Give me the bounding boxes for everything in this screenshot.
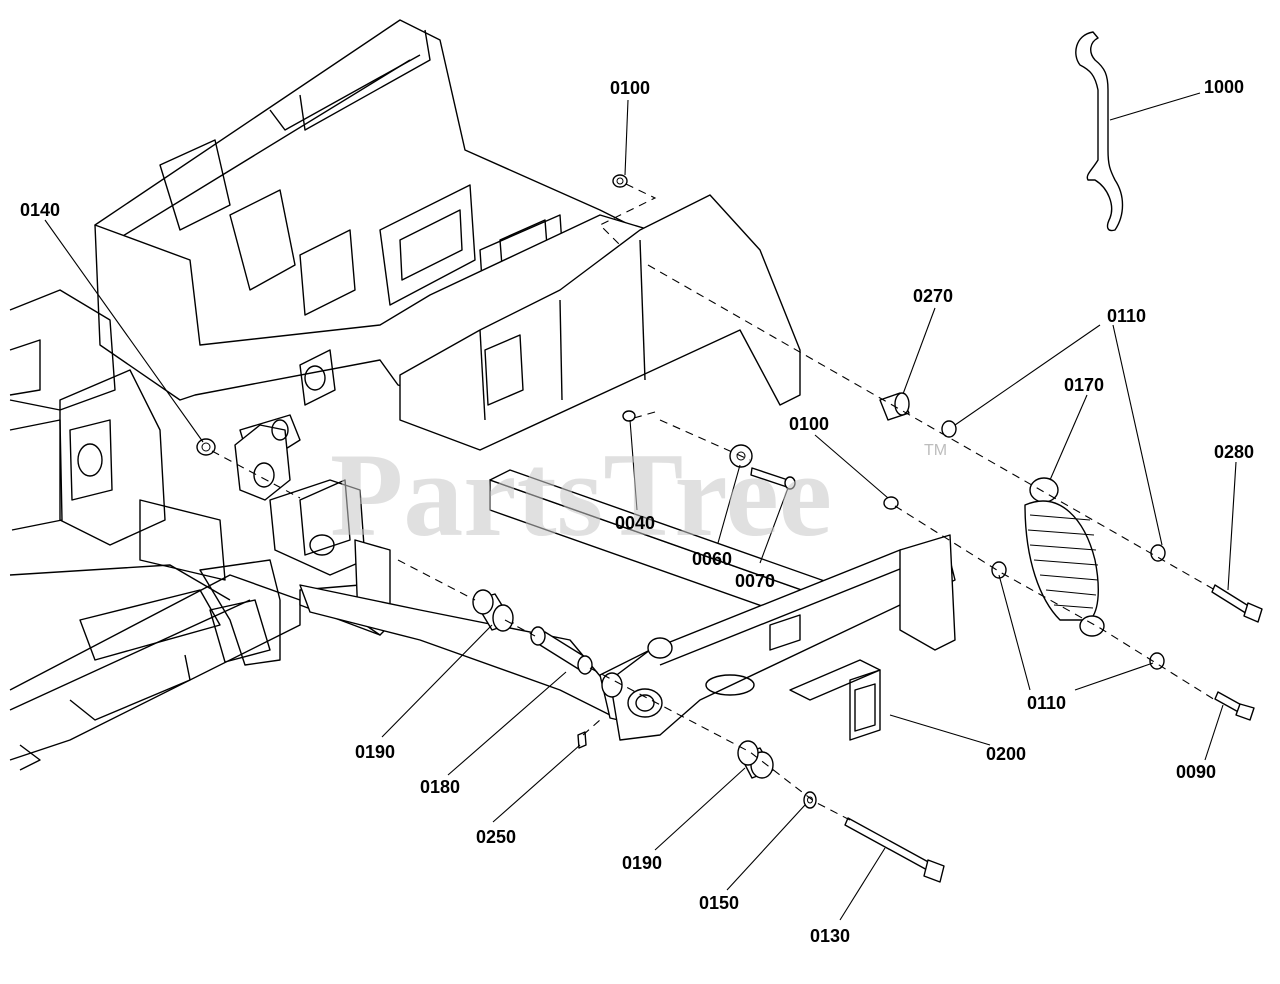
- part-label-0140[interactable]: 0140: [20, 200, 60, 220]
- part-label-0200[interactable]: 0200: [986, 744, 1026, 764]
- part-label-0190[interactable]: 0190: [622, 853, 662, 873]
- part-label-0070[interactable]: 0070: [735, 571, 775, 591]
- nut-0140: [196, 438, 216, 456]
- part-label-0040[interactable]: 0040: [615, 513, 655, 533]
- bolt-0090: [1214, 691, 1255, 721]
- shock-absorber-0170: [1024, 477, 1105, 637]
- bushing-0190-left: [472, 589, 514, 632]
- part-label-1000[interactable]: 1000: [1204, 77, 1244, 97]
- part-label-0170[interactable]: 0170: [1064, 375, 1104, 395]
- leader-lines: [44, 92, 1237, 921]
- part-labels: 0100 1000 0140 0270 0110 0170 0100 0280 …: [20, 77, 1254, 946]
- bushing-0190-right: [737, 740, 774, 779]
- grease-fitting-0250: [577, 731, 587, 749]
- tube-0180: [530, 626, 593, 675]
- part-label-0110[interactable]: 0110: [1107, 306, 1146, 326]
- nut-0100-right: [883, 496, 899, 510]
- part-label-0090[interactable]: 0090: [1176, 762, 1216, 782]
- washer-0150: [803, 791, 817, 809]
- bolt-0070: [750, 467, 796, 490]
- washer-0110-c: [1150, 544, 1166, 562]
- part-label-0100[interactable]: 0100: [610, 78, 650, 98]
- part-label-0250[interactable]: 0250: [476, 827, 516, 847]
- hardware: [196, 31, 1263, 883]
- bolt-0280: [1211, 584, 1263, 623]
- watermark-text: PartsTree: [330, 428, 832, 561]
- assembly-lines: [211, 183, 1216, 821]
- part-label-0110[interactable]: 0110: [1027, 693, 1066, 713]
- part-label-0190[interactable]: 0190: [355, 742, 395, 762]
- part-label-0130[interactable]: 0130: [810, 926, 850, 946]
- washer-0110-a: [941, 420, 957, 438]
- watermark: PartsTree TM: [330, 428, 947, 561]
- part-label-0180[interactable]: 0180: [420, 777, 460, 797]
- nut-0040: [622, 410, 636, 422]
- nut-0100-top: [612, 174, 628, 188]
- part-label-0280[interactable]: 0280: [1214, 442, 1254, 462]
- spanner-wrench-1000: [1075, 31, 1124, 232]
- front-hitch-assembly: [299, 469, 956, 741]
- watermark-tm: TM: [924, 442, 947, 459]
- part-label-0150[interactable]: 0150: [699, 893, 739, 913]
- washer-0110-d: [1149, 652, 1165, 670]
- part-label-0270[interactable]: 0270: [913, 286, 953, 306]
- part-label-0100[interactable]: 0100: [789, 414, 829, 434]
- bolt-0130: [844, 817, 945, 883]
- part-label-0060[interactable]: 0060: [692, 549, 732, 569]
